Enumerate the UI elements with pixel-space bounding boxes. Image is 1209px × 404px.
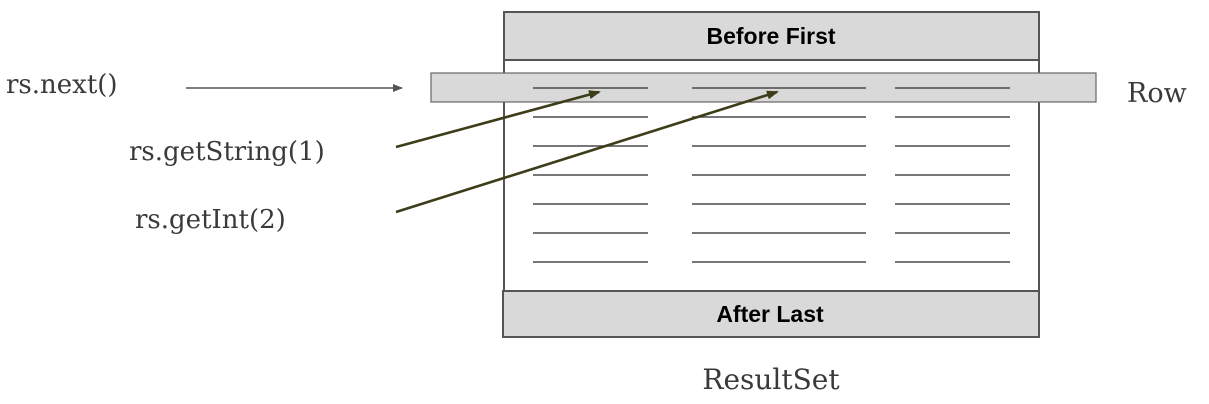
- get-string-arrow: [395, 90, 601, 149]
- before-first-box: [503, 11, 1040, 61]
- result-set-caption: ResultSet: [702, 363, 840, 396]
- row-label: Row: [1127, 78, 1187, 109]
- after-last-label: After Last: [716, 301, 824, 327]
- column-lines: [533, 87, 1010, 263]
- column-3-lines: [895, 87, 1010, 263]
- column-2-lines: [692, 87, 866, 263]
- get-int-arrow: [395, 90, 779, 214]
- get-string-call-label: rs.getString(1): [129, 137, 325, 167]
- before-first-label: Before First: [706, 23, 835, 49]
- get-int-call-label: rs.getInt(2): [135, 205, 286, 235]
- after-last-box: [502, 290, 1040, 338]
- column-1-lines: [533, 87, 648, 263]
- next-call-label: rs.next(): [6, 70, 118, 100]
